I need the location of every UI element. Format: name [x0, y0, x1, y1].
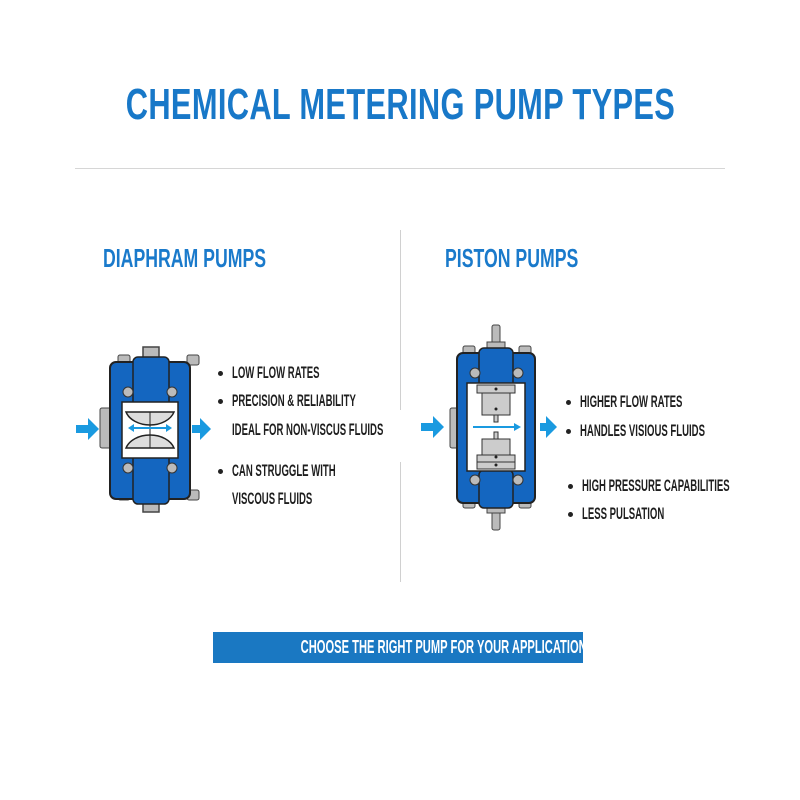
piston-bullet: LESS PULSATION	[568, 505, 724, 524]
title-text: CHEMICAL METERING PUMP TYPES	[125, 80, 675, 129]
title-divider	[75, 168, 725, 169]
diaphragm-bullet: VISCOUS FLUIDS	[232, 490, 313, 508]
diaphragm-bullet: LOW FLOW RATES	[218, 364, 383, 383]
inlet-arrow-icon	[76, 418, 99, 440]
diaphragm-heading: DIAPHRAM PUMPS	[103, 243, 267, 273]
diaphragm-bullet: CAN STRUGGLE WITH	[218, 462, 411, 481]
piston-bullet: HANDLES VISIOUS FLUIDS	[566, 422, 795, 441]
piston-heading: PISTON PUMPS	[445, 243, 579, 273]
piston-bullet: HIGHER FLOW RATES	[566, 393, 757, 412]
column-divider-top	[400, 230, 401, 410]
page-title: CHEMICAL METERING PUMP TYPES	[0, 80, 800, 130]
column-divider-bottom	[400, 462, 401, 582]
diaphragm-bullet: PRECISION & RELIABILITY	[218, 392, 446, 411]
diaphragm-bullet: IDEAL FOR NON-VISCUS FLUIDS	[232, 421, 384, 439]
inlet-arrow-icon	[421, 416, 444, 438]
diaphragm-pump-icon	[76, 346, 211, 513]
outlet-arrow-icon	[192, 418, 211, 440]
piston-bullet: HIGH PRESSURE CAPABILITIES	[568, 477, 800, 496]
piston-pump-icon	[421, 324, 557, 531]
cta-banner: CHOOSE THE RIGHT PUMP FOR YOUR APPLICATI…	[213, 632, 583, 663]
outlet-arrow-icon	[540, 416, 557, 438]
